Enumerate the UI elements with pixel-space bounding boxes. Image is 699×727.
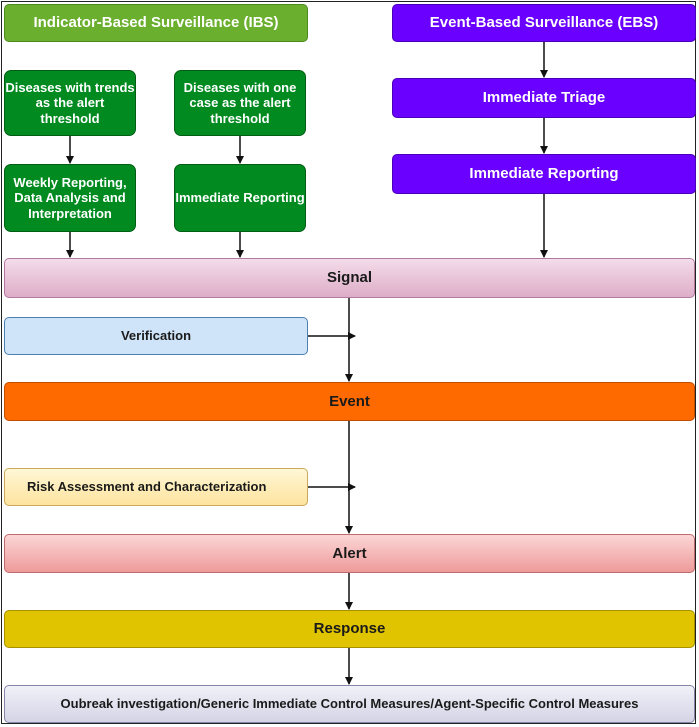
response-bar: Response [4, 610, 695, 648]
ibs-immediate-reporting-box: Immediate Reporting [174, 164, 306, 232]
immediate-triage-box: Immediate Triage [392, 78, 696, 118]
ebs-header: Event-Based Surveillance (EBS) [392, 4, 696, 42]
alert-bar: Alert [4, 534, 695, 573]
ibs-header: Indicator-Based Surveillance (IBS) [4, 4, 308, 42]
outbreak-measures-bar: Oubreak investigation/Generic Immediate … [4, 685, 695, 723]
verification-box: Verification [4, 317, 308, 355]
single-case-diseases-box: Diseases with one case as the alert thre… [174, 70, 306, 136]
event-bar: Event [4, 382, 695, 421]
risk-assessment-box: Risk Assessment and Characterization [4, 468, 308, 506]
trend-diseases-box: Diseases with trends as the alert thresh… [4, 70, 136, 136]
weekly-reporting-box: Weekly Reporting, Data Analysis and Inte… [4, 164, 136, 232]
ebs-immediate-reporting-box: Immediate Reporting [392, 154, 696, 194]
signal-bar: Signal [4, 258, 695, 298]
